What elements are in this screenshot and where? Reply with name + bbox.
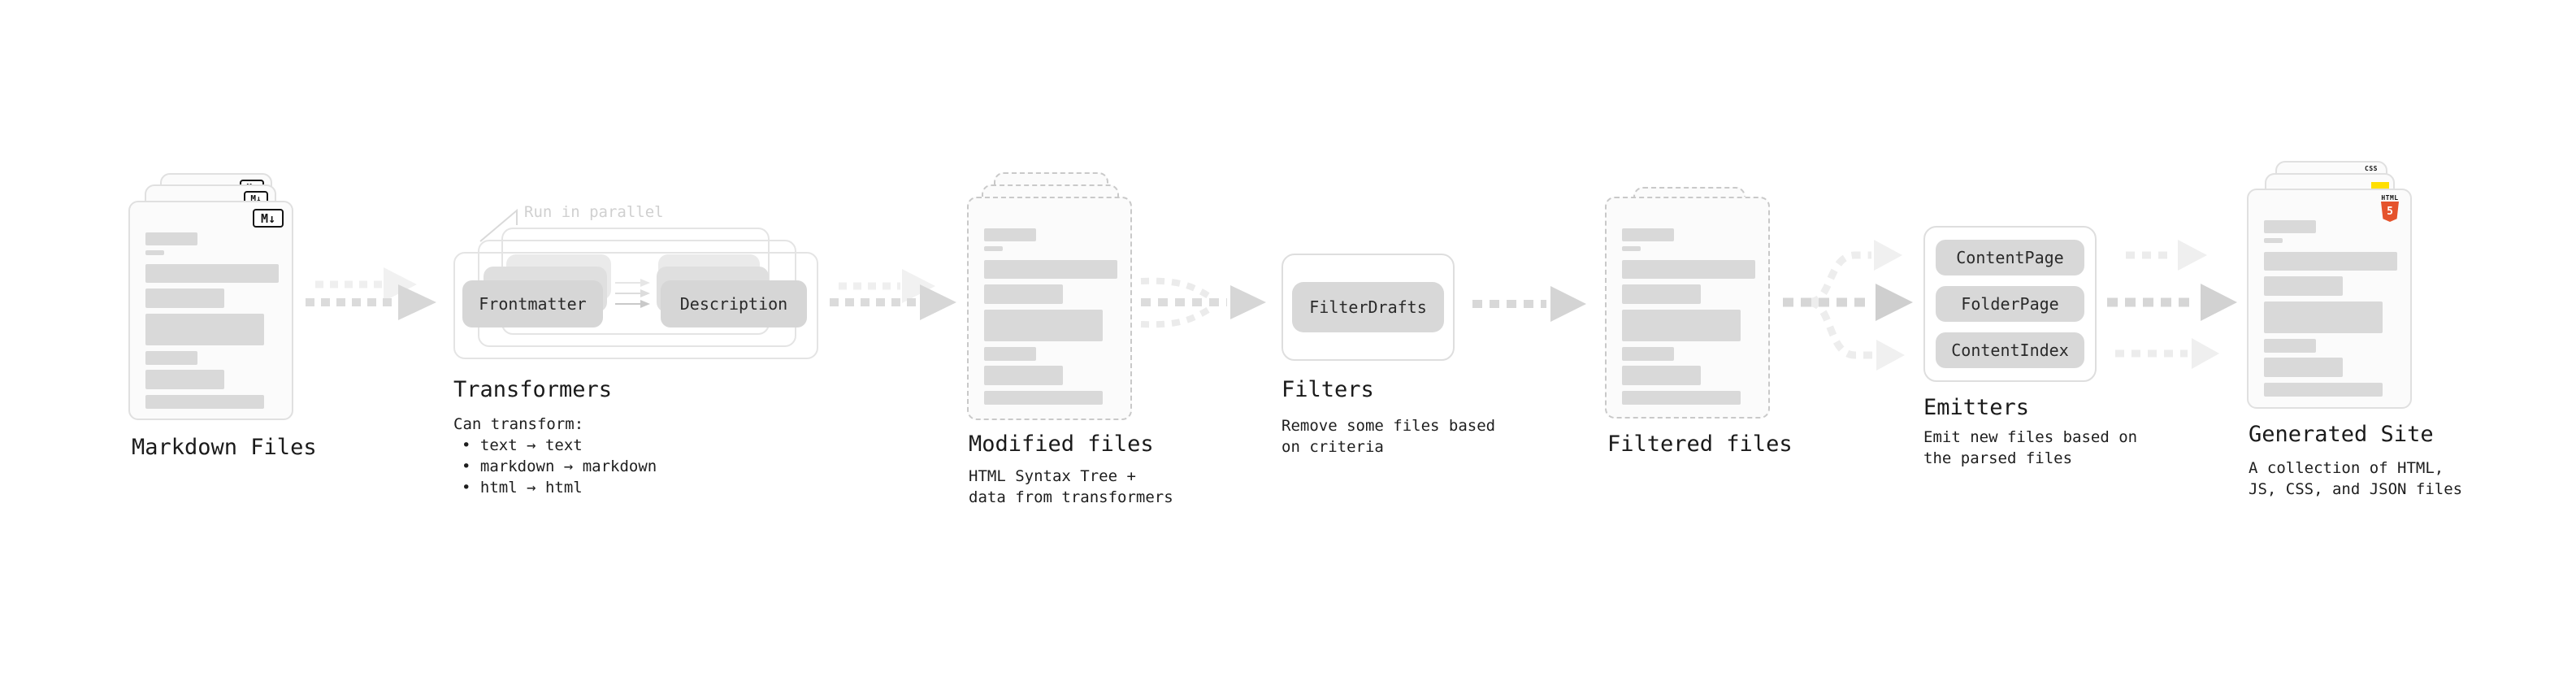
content-placeholder-bar (2264, 358, 2343, 377)
transformers-bullet: • text → text (462, 436, 583, 454)
modified-file-front (967, 197, 1132, 420)
emitters-description-line: the parsed files (1923, 449, 2073, 467)
content-placeholder-bar (145, 232, 197, 245)
content-placeholder-bar (145, 370, 224, 389)
content-placeholder-bar (984, 366, 1063, 385)
folderpage-box: FolderPage (1936, 286, 2084, 322)
filters-card: FilterDrafts (1281, 254, 1455, 361)
markdown-files-title: Markdown Files (132, 435, 317, 460)
emitters-card: ContentPage FolderPage ContentIndex (1923, 226, 2097, 382)
arrow-emitters-to-site (2107, 240, 2237, 369)
content-placeholder-bar (984, 391, 1103, 405)
modified-files-description-line: HTML Syntax Tree + (969, 467, 1136, 485)
arrow-filters-to-filtered (1472, 286, 1586, 322)
arrow-transformers-to-modified (830, 269, 956, 320)
modified-files-title: Modified files (969, 432, 1154, 457)
parallel-note: Run in parallel (524, 203, 664, 221)
generated-site-title: Generated Site (2249, 422, 2434, 447)
modified-files-description: HTML Syntax Tree + data from transformer… (969, 466, 1173, 508)
content-placeholder-bar (2264, 339, 2316, 353)
transformers-title: Transformers (453, 377, 613, 402)
filters-description-line: Remove some files based (1281, 417, 1496, 435)
content-placeholder-bar (145, 288, 224, 308)
content-placeholder-bar (1622, 310, 1741, 341)
content-placeholder-bar (145, 395, 264, 409)
arrow-filtered-to-emitters (1783, 240, 1913, 371)
content-placeholder-bar (145, 264, 279, 283)
content-placeholder-bar (984, 284, 1063, 304)
emitters-title: Emitters (1923, 395, 2030, 420)
filters-description-line: on criteria (1281, 438, 1384, 456)
content-placeholder-bar (2264, 276, 2343, 296)
filters-title: Filters (1281, 377, 1374, 402)
filtered-file-front (1605, 197, 1770, 419)
arrow-markdown-to-transformers (306, 267, 436, 320)
content-placeholder-bar (1622, 391, 1741, 405)
content-placeholder-bar (984, 260, 1117, 279)
transformers-description-heading: Can transform: (453, 415, 584, 433)
html5-icon: HTML 5 (2380, 194, 2400, 222)
content-placeholder-bar (2264, 238, 2283, 243)
transformers-bullet: • markdown → markdown (462, 458, 657, 475)
content-placeholder-bar (1622, 228, 1674, 241)
generated-site-description-line: JS, CSS, and JSON files (2249, 480, 2463, 498)
markdown-file-front: M↓ (128, 201, 293, 420)
transformers-bullet: • html → html (462, 479, 583, 497)
content-placeholder-bar (2264, 220, 2316, 233)
content-placeholder-bar (984, 228, 1036, 241)
html5-icon-label: HTML (2381, 194, 2399, 202)
content-placeholder-bar (1622, 246, 1641, 251)
generated-site-description: A collection of HTML, JS, CSS, and JSON … (2249, 458, 2462, 500)
content-placeholder-bar (1622, 260, 1755, 279)
generated-site-description-line: A collection of HTML, (2249, 459, 2444, 477)
contentpage-box: ContentPage (1936, 240, 2084, 275)
content-placeholder-bar (145, 250, 164, 255)
filterdrafts-box: FilterDrafts (1292, 282, 1444, 332)
content-placeholder-bar (2264, 383, 2383, 397)
content-placeholder-bar (2264, 301, 2383, 333)
content-placeholder-bar (984, 246, 1003, 251)
html5-icon-shield: 5 (2381, 202, 2399, 222)
transformer-card-front (453, 252, 818, 359)
css-icon-label: CSS (2365, 165, 2378, 172)
content-placeholder-bar (984, 347, 1036, 361)
emitters-description: Emit new files based on the parsed files (1923, 427, 2137, 469)
content-placeholder-bar (1622, 284, 1701, 304)
content-placeholder-bar (145, 314, 264, 345)
content-placeholder-bar (2264, 252, 2397, 271)
emitters-description-line: Emit new files based on (1923, 428, 2138, 446)
filters-description: Remove some files based on criteria (1281, 415, 1495, 458)
js-icon (2371, 182, 2389, 191)
markdown-icon: M↓ (253, 209, 284, 228)
content-placeholder-bar (984, 310, 1103, 341)
frontmatter-box: Frontmatter (462, 280, 603, 327)
description-box: Description (661, 280, 807, 327)
content-placeholder-bar (145, 351, 197, 365)
modified-files-description-line: data from transformers (969, 488, 1173, 506)
arrow-modified-to-filters (1140, 277, 1266, 328)
content-placeholder-bar (1622, 366, 1701, 385)
content-placeholder-bar (1622, 347, 1674, 361)
site-file-html: HTML 5 (2247, 189, 2412, 409)
transformers-description: Can transform: • text → text • markdown … (453, 414, 657, 498)
filtered-files-title: Filtered files (1607, 432, 1793, 457)
contentindex-box: ContentIndex (1936, 332, 2084, 368)
